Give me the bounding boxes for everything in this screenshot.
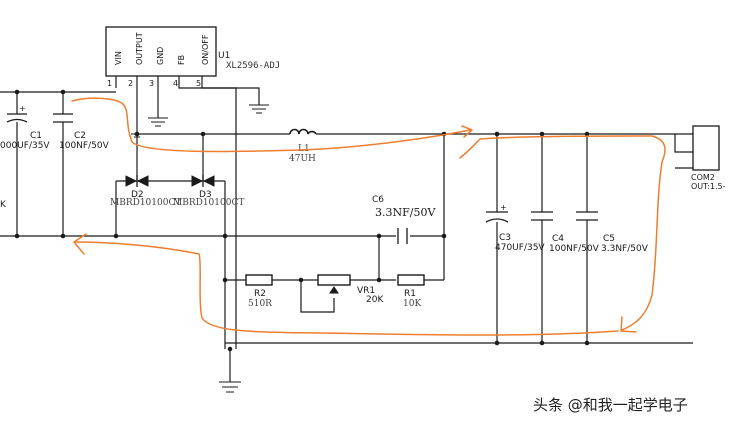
ic-pin-2-num: 2 [128,79,133,88]
capacitor-c2: C2 100NF/50V [53,113,110,151]
junctions [14,89,590,352]
capacitor-c1: + C1 000UF/35V [0,104,50,151]
ic-pin-1-name: VIN [114,51,123,65]
capacitor-c3: + C3 470UF/35V [485,203,545,253]
c5-ref: C5 [603,234,615,244]
capacitor-c5: C5 3.3NF/50V [576,211,649,254]
c3-ref: C3 [499,233,511,243]
connector-com2: COM2 OUT:1.5- [691,125,726,191]
l1-ref: L1 [298,144,310,154]
c3-value: 470UF/35V [495,243,545,253]
c4-value: 100NF/50V [549,244,600,254]
watermark-text: 头条 @和我一起学电子 [533,396,688,414]
c3-polarity: + [500,203,507,212]
resistor-r1: R1 10K [397,274,425,309]
ic-pin-3-num: 3 [149,79,154,88]
ic-pin-2-name: OUTPUT [135,32,144,65]
capacitor-c6: C6 3.3NF/50V [372,195,436,244]
current-flow-annotation [71,97,666,336]
ic-pin-1-num: 1 [107,79,112,88]
diode-d2: D2 MBRD10100CT [110,175,181,208]
r2-ref: R2 [254,289,266,299]
l1-value: 47UH [289,154,316,164]
ground-main [219,381,241,393]
d3-value: MBRD10100CT [173,198,244,208]
c1-value: 000UF/35V [0,141,50,151]
c1-polarity: + [19,104,26,113]
r2-value: 510R [248,299,272,309]
ic-pin-4-name: FB [177,55,186,65]
potentiometer-vr1: VR1 20K [317,274,384,305]
ic-pin-4-num: 4 [173,79,178,88]
r1-ref: R1 [404,289,416,299]
r1-value: 10K [403,299,421,309]
d3-ref: D3 [199,190,212,200]
ic-pin-5-num: 5 [196,79,201,88]
c4-ref: C4 [552,234,564,244]
ic-part-number: XL2596-ADJ [226,61,280,71]
com2-value: OUT:1.5- [691,182,726,191]
vr1-value: 20K [366,295,384,305]
d2-value: MBRD10100CT [110,198,181,208]
com2-ref: COM2 [691,173,715,182]
ground-onoff [249,104,269,114]
ic-body [105,26,217,77]
ground-gnd-pin [148,117,168,127]
inductor-l1: L1 47UH [289,128,317,164]
ic-u1: U1 XL2596-ADJ VIN OUTPUT GND FB ON/OFF 1… [105,26,280,88]
c1-ref: C1 [30,131,42,141]
c2-value: 100NF/50V [59,141,110,151]
capacitor-c4: C4 100NF/50V [531,211,600,254]
c6-value: 3.3NF/50V [375,206,436,219]
c2-ref: C2 [74,131,86,141]
ic-pin-3-name: GND [156,47,165,65]
resistor-r2: R2 510R [245,274,273,309]
wires [0,76,693,382]
d2-ref: D2 [131,190,144,200]
c6-ref: C6 [372,195,384,205]
ic-designator: U1 [218,51,230,61]
diode-d3: D3 MBRD10100CT [159,175,244,208]
k-fragment: K [0,200,7,210]
vr1-ref: VR1 [357,286,375,296]
c5-value: 3.3NF/50V [601,244,649,254]
ic-pin-5-name: ON/OFF [201,34,210,65]
